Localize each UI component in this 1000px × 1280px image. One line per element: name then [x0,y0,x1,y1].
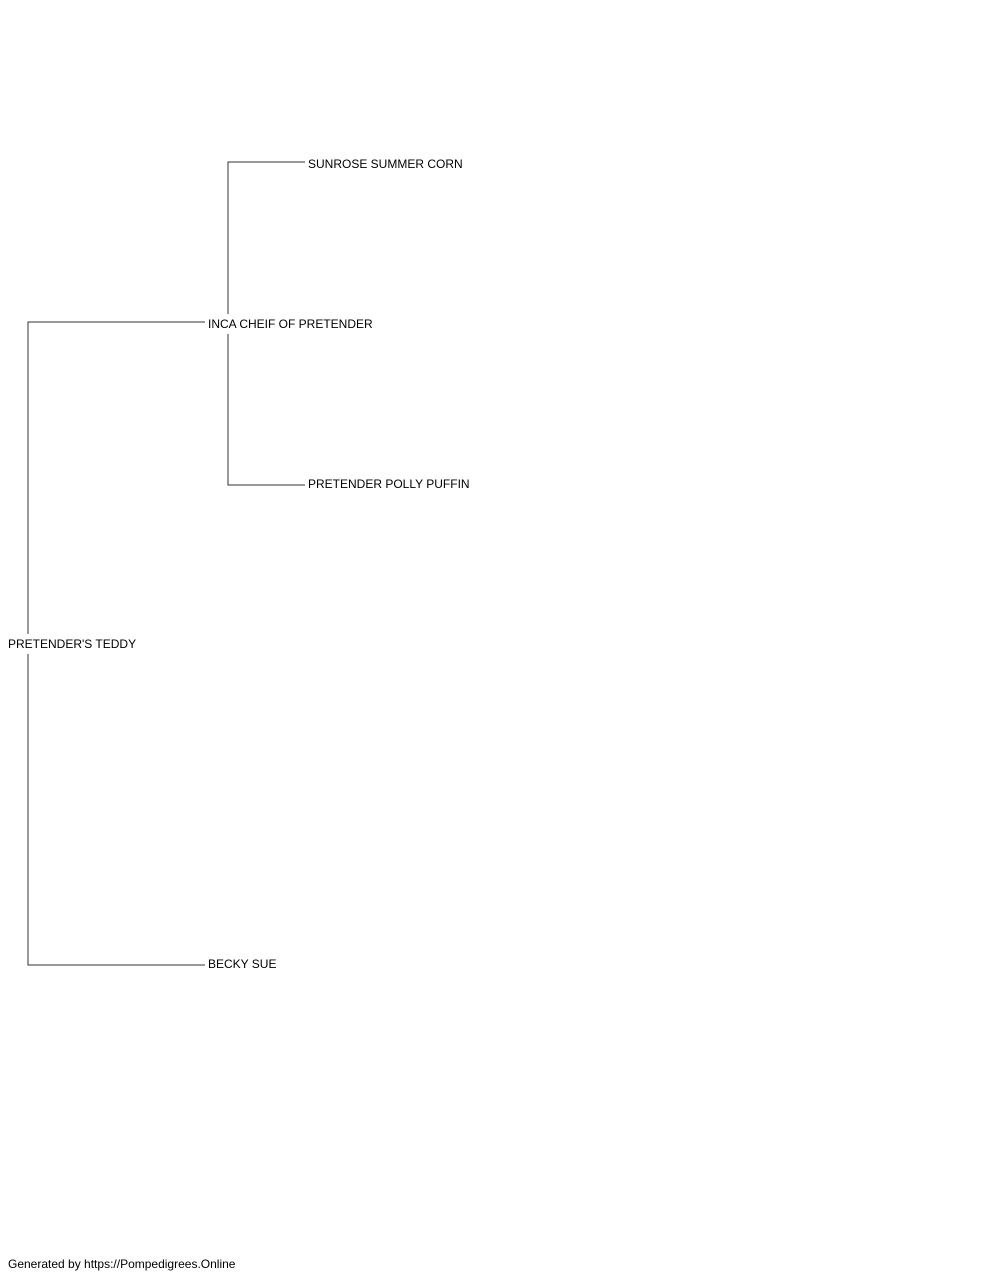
sire-dam-name: PRETENDER POLLY PUFFIN [308,477,470,491]
sire-to-sire-dam-connector [227,334,305,486]
subject-to-dam-connector [27,654,205,966]
sire-sire-name: SUNROSE SUMMER CORN [308,157,463,171]
subject-name: PRETENDER'S TEDDY [8,637,137,651]
dam-name: BECKY SUE [208,957,277,971]
generated-by-footer: Generated by https://Pompedigrees.Online [8,1257,236,1271]
subject-to-sire-connector [27,321,205,634]
sire-name: INCA CHEIF OF PRETENDER [208,317,373,331]
sire-to-sire-sire-connector [227,161,305,314]
